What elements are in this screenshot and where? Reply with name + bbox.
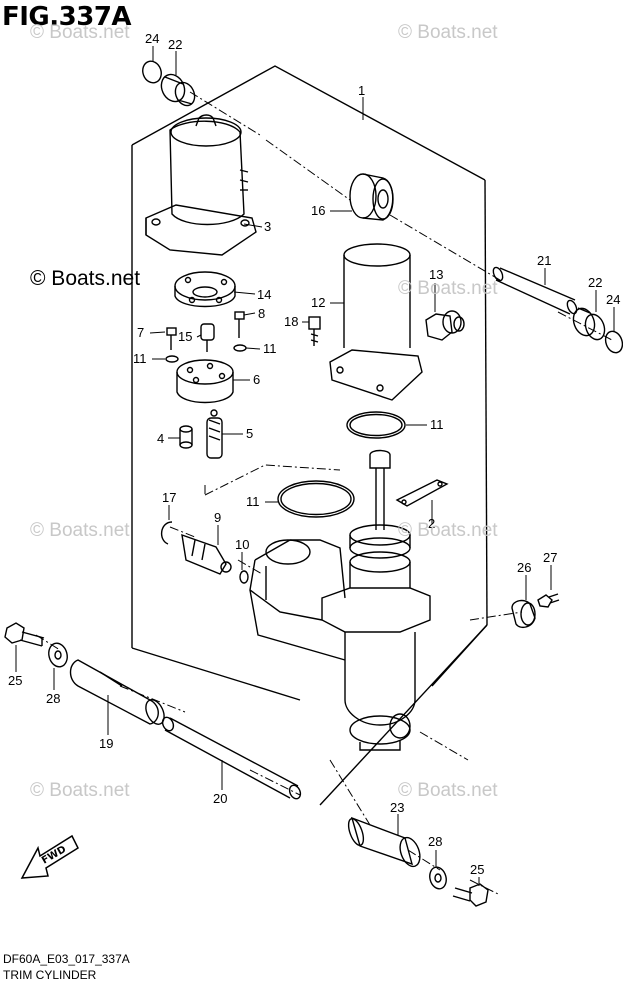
part-6-pump bbox=[176, 359, 234, 404]
callout-19: 19 bbox=[99, 736, 113, 751]
part-15-valve bbox=[200, 323, 215, 352]
callout-labels: 1 24 22 3 16 14 8 7 15 11 11 6 4 5 12 13… bbox=[8, 31, 620, 877]
part-7-bolt bbox=[166, 327, 177, 350]
callout-24: 24 bbox=[145, 31, 159, 46]
copyright-watermark: © Boats.net bbox=[30, 267, 141, 290]
part-5-valve-assembly bbox=[206, 409, 223, 459]
callout-25a: 25 bbox=[8, 673, 22, 688]
callout-11a: 11 bbox=[133, 351, 147, 366]
figure-title: FIG.337A bbox=[2, 2, 132, 32]
part-8-bolt bbox=[234, 311, 245, 338]
part-11-o-ring-large bbox=[277, 411, 406, 518]
part-20-shaft bbox=[161, 716, 302, 800]
part-3-trim-motor bbox=[145, 114, 257, 256]
part-24-snap-ring-top bbox=[142, 60, 162, 84]
callout-23: 23 bbox=[390, 800, 404, 815]
assembly-outline bbox=[131, 65, 488, 806]
callout-15: 15 bbox=[178, 329, 192, 344]
part-22-bushing-top bbox=[160, 73, 196, 107]
callout-10: 10 bbox=[235, 537, 249, 552]
callout-9: 9 bbox=[214, 510, 221, 525]
callout-3: 3 bbox=[264, 219, 271, 234]
watermark: © Boats.net bbox=[398, 780, 498, 801]
watermark: © Boats.net bbox=[30, 520, 130, 541]
part-12-reservoir bbox=[329, 243, 423, 401]
watermark: © Boats.net bbox=[398, 520, 498, 541]
callout-7: 7 bbox=[137, 325, 144, 340]
callout-25b: 25 bbox=[470, 862, 484, 877]
callout-11b: 11 bbox=[263, 341, 277, 356]
part-27-bolt bbox=[537, 593, 560, 608]
callout-21: 21 bbox=[537, 253, 551, 268]
callout-24b: 24 bbox=[606, 292, 620, 307]
callout-28b: 28 bbox=[428, 834, 442, 849]
callout-2: 2 bbox=[428, 516, 435, 531]
callout-12: 12 bbox=[311, 295, 325, 310]
part-4-cap bbox=[179, 425, 193, 449]
part-18-bolt bbox=[308, 316, 321, 346]
callout-26: 26 bbox=[517, 560, 531, 575]
figure-name: TRIM CYLINDER bbox=[3, 968, 97, 982]
callout-22b: 22 bbox=[588, 275, 602, 290]
part-2-plate bbox=[395, 479, 449, 507]
fwd-arrow-icon: FWD bbox=[20, 834, 79, 879]
part-23-bushing-bottom bbox=[347, 816, 421, 868]
callout-11c: 11 bbox=[430, 417, 444, 432]
callout-14: 14 bbox=[257, 287, 271, 302]
callout-1: 1 bbox=[358, 83, 365, 98]
part-1-trim-cylinder-body bbox=[249, 449, 431, 751]
part-22-bushing-right bbox=[572, 307, 606, 341]
part-17-snap-ring bbox=[161, 521, 173, 545]
callout-16: 16 bbox=[311, 203, 325, 218]
callout-28a: 28 bbox=[46, 691, 60, 706]
part-16-bushing bbox=[349, 173, 394, 221]
part-28-washer-left bbox=[48, 642, 68, 668]
callout-13: 13 bbox=[429, 267, 443, 282]
part-24-snap-ring-right bbox=[604, 330, 623, 354]
watermark: © Boats.net bbox=[398, 278, 498, 299]
watermark: © Boats.net bbox=[398, 22, 498, 43]
figure-code: DF60A_E03_017_337A bbox=[3, 952, 130, 966]
part-9-valve bbox=[181, 533, 232, 575]
watermark: © Boats.net bbox=[30, 22, 130, 43]
callout-22: 22 bbox=[168, 37, 182, 52]
part-21-shaft bbox=[492, 266, 578, 315]
part-14-valve-body bbox=[174, 271, 236, 308]
part-25-bolt-left bbox=[4, 622, 45, 647]
part-26-spacer bbox=[511, 599, 536, 629]
callout-27: 27 bbox=[543, 550, 557, 565]
callout-17: 17 bbox=[162, 490, 176, 505]
callout-8: 8 bbox=[258, 306, 265, 321]
part-13-fitting bbox=[425, 310, 465, 341]
leader-lines bbox=[15, 46, 615, 886]
callout-20: 20 bbox=[213, 791, 227, 806]
callout-5: 5 bbox=[246, 426, 253, 441]
callout-6: 6 bbox=[253, 372, 260, 387]
callout-11d: 11 bbox=[246, 494, 260, 509]
callout-4: 4 bbox=[157, 431, 164, 446]
part-19-bushing bbox=[69, 659, 165, 725]
part-25-bolt-bottom bbox=[452, 883, 489, 907]
part-10-o-ring bbox=[239, 570, 249, 584]
watermark: © Boats.net bbox=[30, 780, 130, 801]
callout-18: 18 bbox=[284, 314, 298, 329]
part-28-washer-bottom bbox=[429, 866, 447, 890]
